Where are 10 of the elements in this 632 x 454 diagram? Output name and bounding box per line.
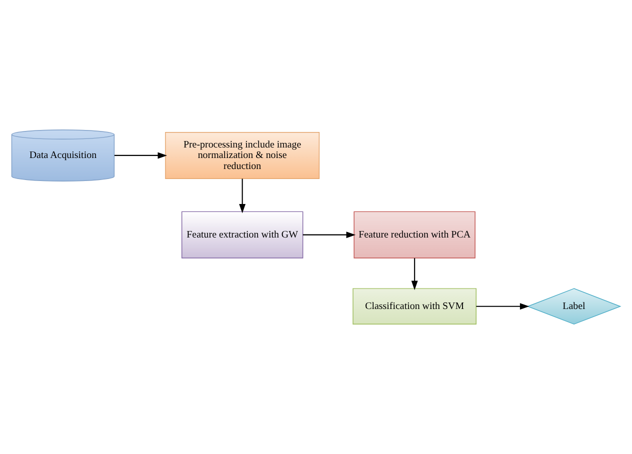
arrow bbox=[411, 258, 418, 290]
node-box: Classification with SVM bbox=[352, 288, 476, 324]
node-box: Pre-processing include image normalization & noise reduction bbox=[165, 132, 320, 179]
node-diamond: Label bbox=[526, 288, 622, 325]
node-box: Feature extraction with GW bbox=[181, 211, 304, 258]
node-box: Feature reduction with PCA bbox=[354, 211, 476, 258]
arrow bbox=[302, 232, 356, 238]
arrow bbox=[114, 152, 168, 159]
arrow bbox=[239, 178, 246, 214]
arrow bbox=[476, 303, 530, 310]
